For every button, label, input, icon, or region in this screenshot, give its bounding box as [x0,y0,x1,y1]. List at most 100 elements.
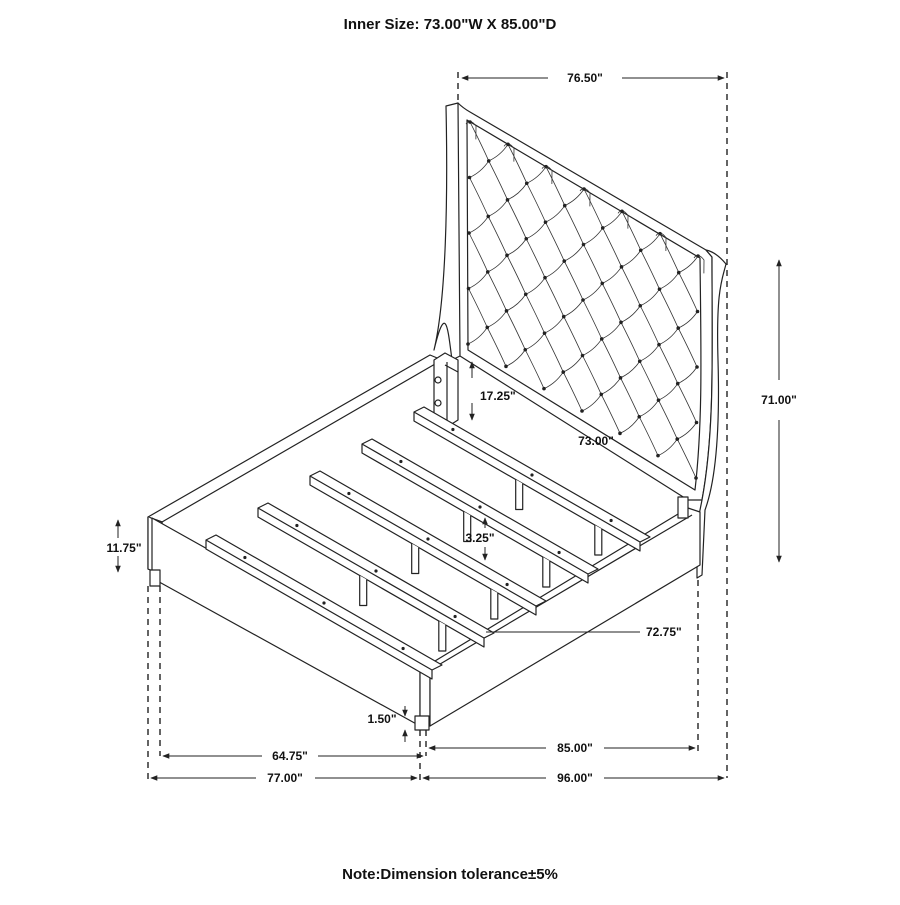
tuft-button [561,370,566,374]
tuft-button [618,376,623,380]
tuft-button [618,431,622,436]
tuft-button [637,414,642,419]
tuft-button [506,142,510,147]
dim-slat-height: 3.25" [465,531,494,545]
slats [205,406,651,680]
tuft-button [620,209,624,214]
tuft-button [676,270,681,275]
tuft-button [581,298,585,302]
tuft-button [637,359,642,364]
tuft-button [619,265,624,269]
slat [309,470,547,616]
tuft-button [486,159,491,163]
dim-overall-width: 77.00" [267,771,303,785]
tuft-button [599,392,604,397]
tuft-button [466,342,470,346]
dim-rail-height: 11.75" [106,541,141,555]
tuft-button [656,398,661,402]
leg-front-right [414,715,430,731]
tuft-button [561,314,566,319]
tuft-button [658,231,662,236]
tuft-button [504,309,509,313]
tuft-button [467,175,472,180]
tuft-button [582,187,586,191]
tuft-button [600,226,605,230]
tuft-button [468,120,472,124]
tuft-button [675,381,680,386]
slat-support-leg [490,589,499,620]
left-side-rail [147,354,443,523]
slat-support-leg [594,525,603,556]
dim-left-side-inner: 64.75" [272,749,308,763]
tuft-button [580,353,585,358]
dim-slat-gap: 17.25" [480,389,516,403]
tuft-button [638,303,643,308]
headboard-right-wing [696,249,727,579]
tuft-button [600,281,605,286]
tuft-button [562,203,567,208]
dim-inner-width: 73.00" [578,434,614,448]
slat-support-leg [515,479,524,511]
slat [205,534,443,680]
dim-inner-depth: 85.00" [557,741,593,755]
tuft-button [694,476,698,480]
tuft-button [542,386,546,391]
tuft-button [580,409,584,413]
tuft-button [656,453,660,458]
tuft-button [638,248,643,253]
slat-support-leg [463,511,472,543]
slat-support-leg [411,543,420,575]
slat [413,406,651,552]
right-head-bracket [677,496,689,519]
dimension-labels: 76.50" 71.00" 17.25" 73.00" 11.75" 3.25"… [106,71,796,785]
dim-headboard-height: 71.00" [761,393,797,407]
foot-rail [151,517,421,727]
tuft-button [524,236,529,241]
tuft-button [524,181,529,186]
tuft-button [581,242,586,247]
slat [361,438,599,584]
tuft-button [657,342,661,347]
tuft-button [542,331,547,335]
tuft-button [676,326,681,330]
tuft-button [486,214,491,219]
dim-overall-depth: 96.00" [557,771,593,785]
headboard-inner-border [466,119,702,491]
tuft-button [695,365,699,369]
dimension-lines [115,75,782,781]
tuft-button [599,337,604,341]
tuft-button [695,309,700,314]
tuft-button [657,287,662,291]
headboard [433,102,727,579]
tuft-button [523,347,528,352]
inner-size-title: Inner Size: 73.00"W X 85.00"D [343,16,557,33]
dim-leg-height: 1.50" [367,712,396,726]
tuft-button [523,292,528,297]
tuft-button [504,364,508,369]
tuft-button [562,259,567,263]
tolerance-note: Note:Dimension tolerance±5% [342,866,558,883]
leg-front-left [149,569,161,587]
tuft-button [485,270,490,274]
dim-headboard-width: 76.50" [567,71,603,85]
slat-support-leg [438,621,447,652]
tuft-button [467,231,471,235]
tuft-button [505,198,510,202]
tuft-button [485,325,490,330]
tuft-button [544,164,548,169]
tuft-button [543,275,547,280]
tuft-button [675,437,680,441]
tuft-button [619,320,623,325]
tuft-button [466,286,471,291]
bed-frame [147,352,701,731]
tuft-button [694,420,699,425]
slat [257,502,495,648]
tuft-button [543,220,548,224]
tuft-button [505,253,509,258]
slat-support-leg [542,557,551,588]
dim-slat-length: 72.75" [646,625,682,639]
tuft-button [696,254,700,258]
headboard-tufting [465,120,705,480]
